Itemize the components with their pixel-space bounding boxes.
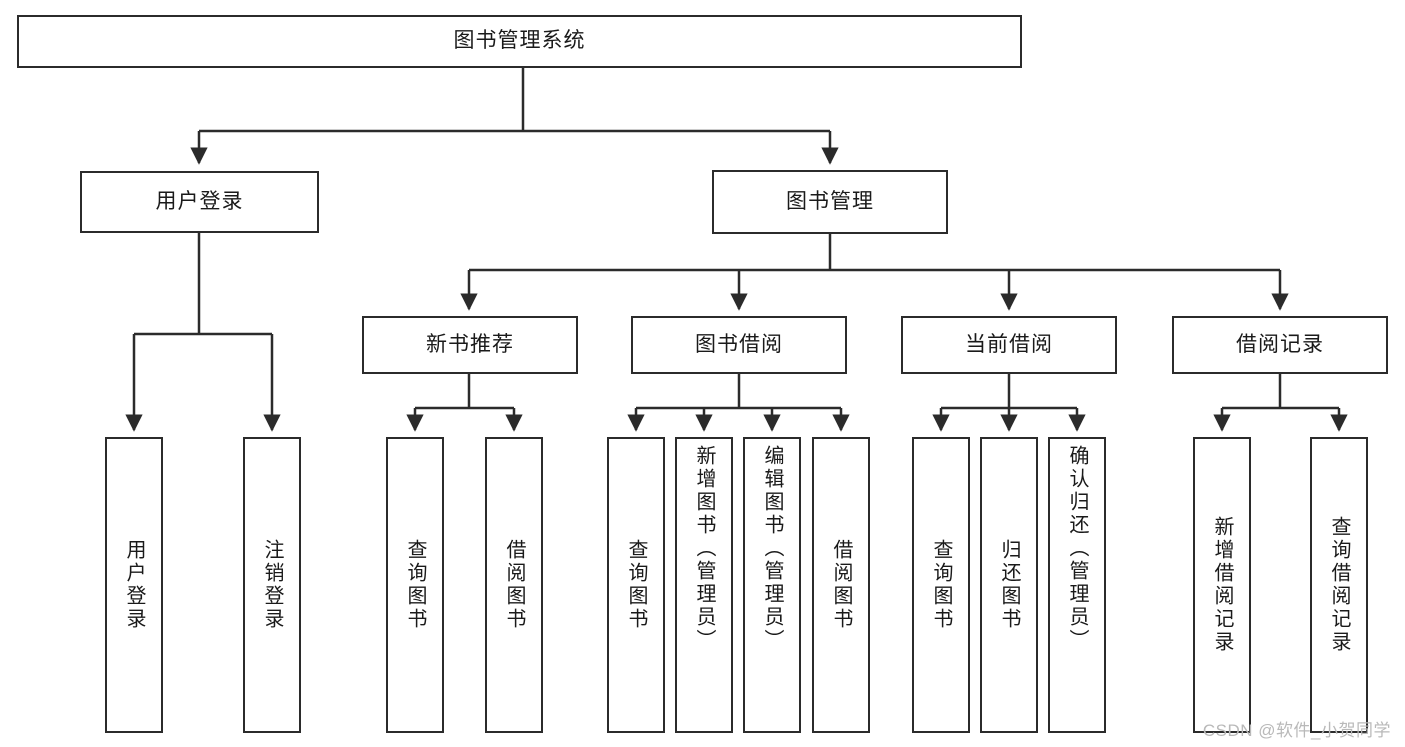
node-label: 当前借阅 — [965, 332, 1053, 356]
leaf-current-borrow-query-book[interactable]: 查询图书 — [912, 437, 970, 733]
node-label: 用户登录 — [155, 189, 244, 213]
leaf-label: 查询借阅记录 — [1328, 516, 1350, 654]
leaf-book-borrow-borrow-book[interactable]: 借阅图书 — [812, 437, 870, 733]
leaf-label: 查询图书 — [625, 539, 647, 631]
leaf-label: 注销登录 — [261, 539, 283, 631]
leaf-label: 新增借阅记录 — [1211, 516, 1233, 654]
leaf-borrow-record-query-record[interactable]: 查询借阅记录 — [1310, 437, 1368, 733]
leaf-new-book-query-book[interactable]: 查询图书 — [386, 437, 444, 733]
node-current-borrow[interactable]: 当前借阅 — [901, 316, 1117, 374]
leaf-label: 借阅图书 — [830, 539, 852, 631]
leaf-current-borrow-return-book[interactable]: 归还图书 — [980, 437, 1038, 733]
node-label: 图书管理系统 — [453, 29, 586, 53]
leaf-borrow-record-add-record[interactable]: 新增借阅记录 — [1193, 437, 1251, 733]
leaf-book-borrow-add-book-admin[interactable]: 新增图书（管理员） — [675, 437, 733, 733]
node-new-book-recommend[interactable]: 新书推荐 — [362, 316, 578, 374]
node-label: 借阅记录 — [1236, 332, 1324, 356]
node-user-login[interactable]: 用户登录 — [80, 171, 319, 233]
leaf-label: 归还图书 — [998, 539, 1020, 631]
leaf-user-login-logout[interactable]: 注销登录 — [243, 437, 301, 733]
leaf-label: 编辑图书（管理员） — [761, 445, 783, 652]
leaf-new-book-borrow-book[interactable]: 借阅图书 — [485, 437, 543, 733]
leaf-book-borrow-edit-book-admin[interactable]: 编辑图书（管理员） — [743, 437, 801, 733]
leaf-label: 确认归还（管理员） — [1066, 445, 1088, 652]
leaf-label: 查询图书 — [404, 539, 426, 631]
leaf-label: 查询图书 — [930, 539, 952, 631]
node-book-management[interactable]: 图书管理 — [712, 170, 948, 234]
watermark-text: CSDN @软件_小贺同学 — [1202, 721, 1391, 740]
node-borrow-record[interactable]: 借阅记录 — [1172, 316, 1388, 374]
node-label: 图书借阅 — [695, 332, 783, 356]
node-label: 图书管理 — [786, 189, 874, 213]
leaf-current-borrow-confirm-return-admin[interactable]: 确认归还（管理员） — [1048, 437, 1106, 733]
leaf-user-login-login[interactable]: 用户登录 — [105, 437, 163, 733]
leaf-label: 用户登录 — [123, 539, 145, 631]
leaf-label: 新增图书（管理员） — [693, 445, 715, 652]
node-book-borrow[interactable]: 图书借阅 — [631, 316, 847, 374]
leaf-book-borrow-query-book[interactable]: 查询图书 — [607, 437, 665, 733]
leaf-label: 借阅图书 — [503, 539, 525, 631]
node-root-book-management-system[interactable]: 图书管理系统 — [17, 15, 1022, 68]
node-label: 新书推荐 — [426, 332, 514, 356]
